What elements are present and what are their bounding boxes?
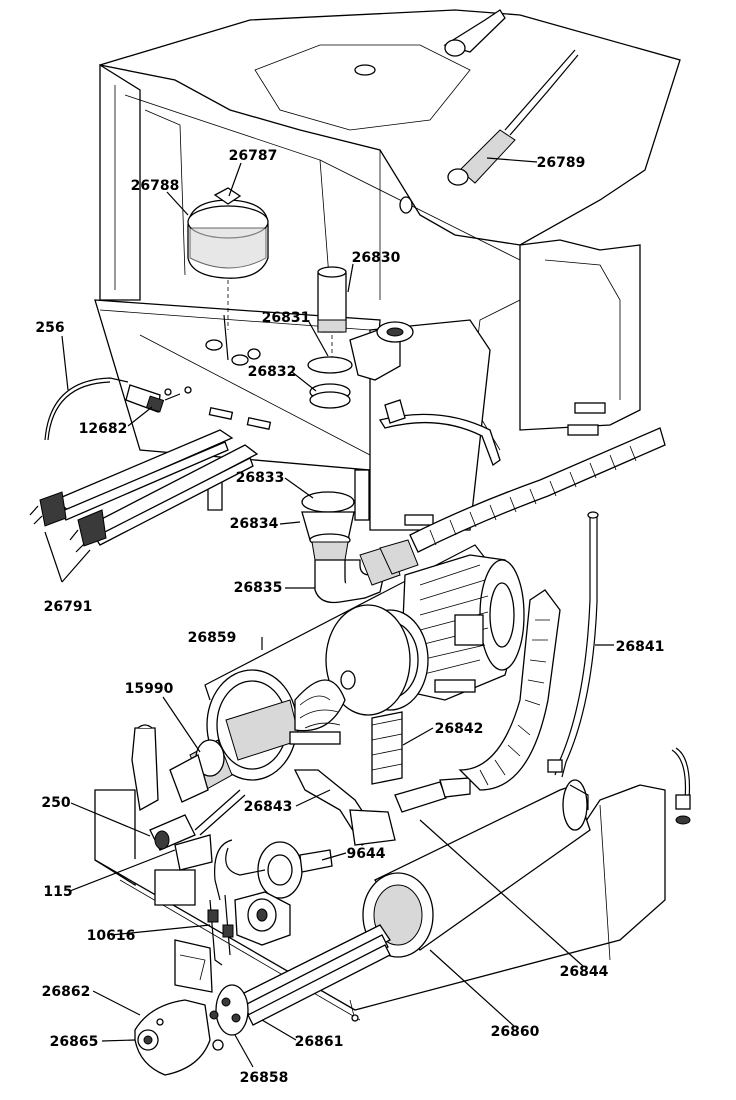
pressure-switch-10616 xyxy=(207,891,291,966)
label-10616: 10616 xyxy=(87,928,136,944)
label-26787: 26787 xyxy=(229,148,278,164)
leader-lines xyxy=(44,157,614,1068)
dosing-pump-9644 xyxy=(214,839,333,901)
inlet-sleeve-15990 xyxy=(131,724,233,812)
label-250: 250 xyxy=(41,795,70,811)
label-26858: 26858 xyxy=(240,1070,289,1086)
label-26833: 26833 xyxy=(236,470,285,486)
group-bracket-26859 xyxy=(204,544,486,701)
filter-basket-26788 xyxy=(187,187,269,361)
label-15990: 15990 xyxy=(125,681,174,697)
pump-volute xyxy=(206,669,356,781)
label-26862: 26862 xyxy=(42,984,91,1000)
label-26841: 26841 xyxy=(616,639,665,655)
label-26835: 26835 xyxy=(234,580,283,596)
label-115: 115 xyxy=(43,884,72,900)
label-26789: 26789 xyxy=(537,155,586,171)
label-26860: 26860 xyxy=(491,1024,540,1040)
temperature-probe xyxy=(671,747,691,825)
label-26842: 26842 xyxy=(435,721,484,737)
boiler-heater-26861 xyxy=(209,924,391,1036)
corrugated-hose xyxy=(378,399,666,553)
label-256: 256 xyxy=(35,320,64,336)
label-9644: 9644 xyxy=(347,846,386,862)
label-26831: 26831 xyxy=(262,310,311,326)
drain-elbow-assembly xyxy=(301,491,419,604)
label-26830: 26830 xyxy=(352,250,401,266)
label-26865: 26865 xyxy=(50,1034,99,1050)
part-labels: 26787 26788 26789 26830 26831 26832 256 … xyxy=(35,148,664,1086)
heating-elements-26791 xyxy=(29,429,259,553)
tank-housing xyxy=(94,9,681,531)
thin-hose-26841 xyxy=(547,511,599,778)
overflow-assembly xyxy=(205,266,414,409)
label-26791: 26791 xyxy=(44,599,93,615)
heater-cover-26862 xyxy=(134,999,224,1076)
drain-hose-26789 xyxy=(443,9,579,186)
label-26859: 26859 xyxy=(188,630,237,646)
cable-256 xyxy=(44,377,192,441)
pump-outlet-hoses xyxy=(293,589,561,846)
solenoid-valve xyxy=(149,789,246,871)
label-26843: 26843 xyxy=(244,799,293,815)
label-26834: 26834 xyxy=(230,516,279,532)
label-12682: 12682 xyxy=(79,421,128,437)
label-26832: 26832 xyxy=(248,364,297,380)
label-26844: 26844 xyxy=(560,964,609,980)
label-26788: 26788 xyxy=(131,178,180,194)
label-26861: 26861 xyxy=(295,1034,344,1050)
